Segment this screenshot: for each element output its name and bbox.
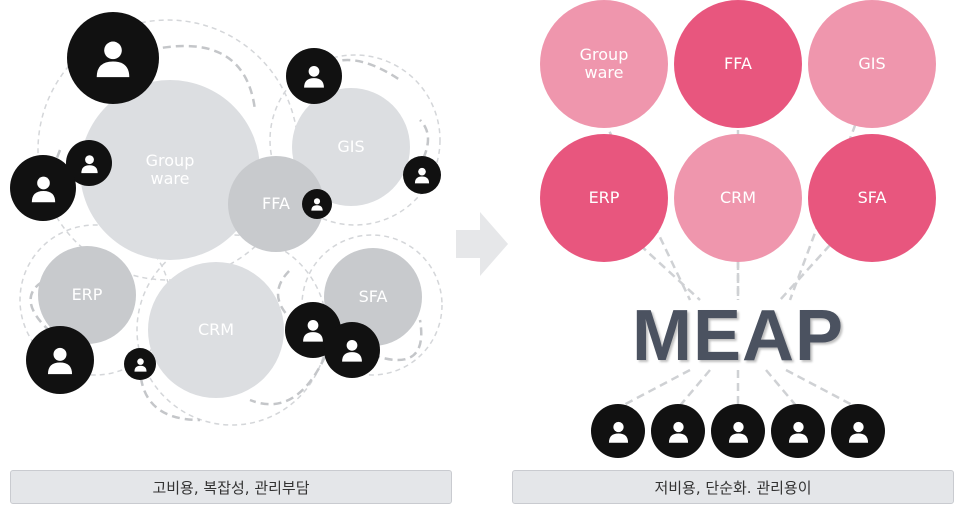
right-caption: 저비용, 단순화. 관리용이 xyxy=(512,470,954,504)
right-node-erp: ERP xyxy=(540,134,668,262)
arrow-right-icon xyxy=(456,212,508,276)
user-icon xyxy=(286,48,342,104)
user-icon xyxy=(403,156,441,194)
user-icon xyxy=(324,322,380,378)
right-node-sfa: SFA xyxy=(808,134,936,262)
user-icon xyxy=(711,404,765,458)
right-node-gis: GIS xyxy=(808,0,936,128)
user-icon xyxy=(591,404,645,458)
left-caption: 고비용, 복잡성, 관리부담 xyxy=(10,470,452,504)
meap-platform-label: MEAP xyxy=(631,296,845,376)
user-icon xyxy=(771,404,825,458)
user-icon xyxy=(10,155,76,221)
right-node-crm: CRM xyxy=(674,134,802,262)
user-icon xyxy=(67,12,159,104)
user-icon xyxy=(124,348,156,380)
user-icon xyxy=(831,404,885,458)
user-icon xyxy=(302,189,332,219)
right-node-groupware: Group ware xyxy=(540,0,668,128)
left-node-crm: CRM xyxy=(148,262,284,398)
right-node-ffa: FFA xyxy=(674,0,802,128)
user-icon xyxy=(26,326,94,394)
user-icon xyxy=(651,404,705,458)
